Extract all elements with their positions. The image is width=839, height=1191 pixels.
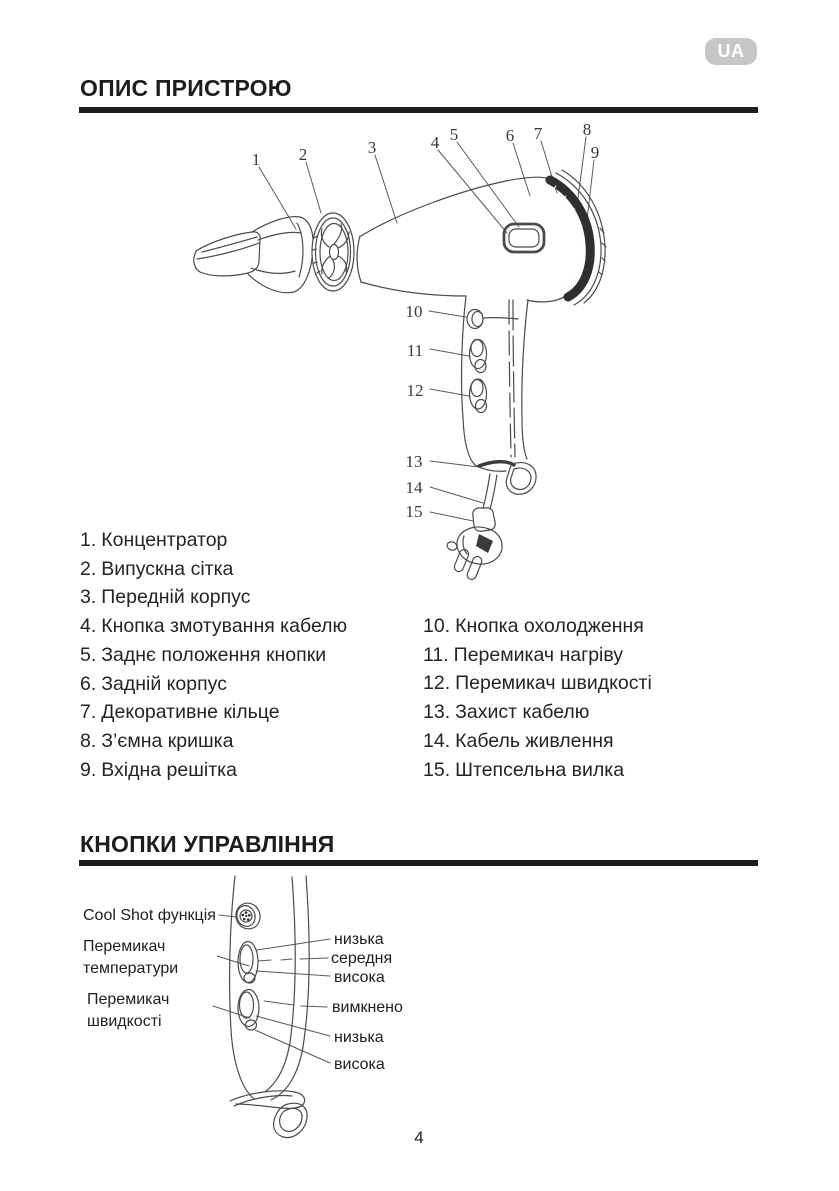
- controls-label-leaders: [212, 914, 331, 1064]
- diagram-callout-14: 14: [405, 478, 423, 497]
- part-label: З’ємна кришка: [101, 729, 234, 752]
- device-part-item: 4.Кнопка змотування кабелю: [80, 612, 347, 641]
- device-part-item: 2.Випускна сітка: [80, 555, 347, 584]
- part-label: Концентратор: [101, 529, 228, 551]
- device-handle: [460, 295, 529, 472]
- temp-mid-label: середня: [331, 950, 393, 967]
- cool-shot-button-side: [466, 308, 484, 330]
- diagram-callout-8: 8: [582, 120, 592, 139]
- part-label: Передній корпус: [101, 586, 251, 609]
- part-label: Штепсельна вилка: [455, 758, 625, 781]
- cable-rewind-button: [502, 222, 546, 254]
- part-number: 5.: [80, 643, 97, 666]
- device-part-item: 10.Кнопка охолодження: [423, 612, 652, 641]
- part-label: Кнопка змотування кабелю: [101, 615, 348, 638]
- part-number: 6.: [80, 672, 97, 695]
- device-part-item: 14.Кабель живлення: [423, 727, 652, 756]
- diagram-callout-6: 6: [505, 126, 515, 145]
- device-part-item: 13.Захист кабелю: [423, 698, 652, 727]
- speed-off-label: вимкнено: [332, 999, 403, 1016]
- part-number: 2.: [80, 557, 97, 580]
- diagram-callout-9: 9: [590, 143, 600, 162]
- removable-cover: [555, 169, 606, 306]
- part-number: 14.: [423, 729, 451, 752]
- speed-switch: [237, 988, 260, 1031]
- part-label: Перемикач нагріву: [453, 643, 624, 666]
- diagram-callout-12: 12: [406, 381, 424, 400]
- part-number: 3.: [80, 586, 97, 609]
- diagram-callout-1: 1: [251, 150, 261, 169]
- concentrator-nozzle: [193, 216, 314, 294]
- part-label: Кнопка охолодження: [455, 615, 644, 637]
- device-section-title: ОПИС ПРИСТРОЮ: [80, 75, 292, 101]
- speed-high-label: висока: [334, 1056, 385, 1073]
- controls-section-title: КНОПКИ УПРАВЛІННЯ: [80, 831, 335, 857]
- controls-section-rule: [79, 860, 758, 866]
- device-part-item: 6.Задній корпус: [80, 670, 347, 699]
- device-part-item: 7.Декоративне кільце: [80, 698, 347, 727]
- cool-shot-button: [235, 902, 261, 930]
- device-part-item: 12.Перемикач швидкості: [423, 669, 652, 698]
- heat-switch-side: [468, 338, 488, 374]
- diagram-callout-10: 10: [405, 302, 423, 321]
- diagram-callout-7: 7: [533, 124, 543, 143]
- device-part-item: 9.Вхідна решітка: [80, 756, 347, 785]
- device-section-rule: [79, 107, 758, 113]
- part-number: 10.: [423, 615, 451, 637]
- part-number: 8.: [80, 729, 97, 752]
- hanging-loop: [229, 1090, 308, 1139]
- temp-high-label: висока: [334, 969, 385, 986]
- part-number: 11.: [423, 643, 449, 666]
- device-part-item: 5.Заднє положення кнопки: [80, 641, 347, 670]
- temperature-switch: [237, 940, 259, 984]
- outlet-grille: [311, 212, 355, 292]
- decorative-ring: [545, 175, 595, 302]
- device-part-item: 11.Перемикач нагріву: [423, 641, 652, 670]
- temp-switch-label: Перемикач температури: [83, 938, 179, 977]
- device-part-item: 15.Штепсельна вилка: [423, 756, 652, 785]
- power-plug: [446, 507, 503, 581]
- device-part-item: 8.З’ємна кришка: [80, 727, 347, 756]
- diagram-callout-2: 2: [298, 145, 308, 164]
- device-part-item: 3.Передній корпус: [80, 583, 347, 612]
- inlet-grille: [598, 227, 607, 276]
- part-label: Вхідна решітка: [101, 758, 237, 781]
- cable-guard-loop: [477, 460, 537, 495]
- diagram-callout-11: 11: [406, 341, 424, 360]
- part-number: 7.: [80, 701, 97, 724]
- part-label: Задній корпус: [101, 672, 227, 695]
- part-number: 4.: [80, 615, 97, 638]
- front-body: [356, 176, 572, 303]
- diagram-callout-3: 3: [367, 138, 377, 157]
- part-number: 9.: [80, 758, 97, 781]
- speed-switch-side: [468, 378, 488, 414]
- device-diagram: [193, 169, 607, 581]
- part-number: 1.: [80, 529, 97, 551]
- part-label: Заднє положення кнопки: [101, 643, 327, 666]
- diagram-callout-5: 5: [449, 125, 459, 144]
- device-callout-leaders: [258, 136, 595, 522]
- part-label: Захист кабелю: [455, 701, 590, 724]
- diagram-callout-13: 13: [405, 452, 423, 471]
- part-label: Випускна сітка: [101, 557, 234, 580]
- speed-switch-label: Перемикач швидкості: [87, 991, 170, 1030]
- part-label: Перемикач швидкості: [455, 672, 652, 695]
- part-number: 12.: [423, 672, 451, 695]
- power-cord: [482, 473, 498, 510]
- part-label: Декоративне кільце: [101, 701, 280, 724]
- cool-shot-label: Cool Shot функція: [83, 907, 216, 924]
- part-number: 15.: [423, 758, 451, 781]
- diagram-callout-15: 15: [405, 502, 423, 521]
- device-part-item: 1.Концентратор: [80, 526, 347, 555]
- language-badge: UA: [705, 38, 757, 65]
- part-number: 13.: [423, 701, 451, 724]
- temp-low-label: низька: [334, 931, 384, 948]
- diagram-callout-4: 4: [430, 133, 440, 152]
- speed-low-label: низька: [334, 1029, 384, 1046]
- controls-diagram: [228, 875, 310, 1139]
- part-label: Кабель живлення: [455, 729, 614, 752]
- page-number: 4: [414, 1128, 424, 1147]
